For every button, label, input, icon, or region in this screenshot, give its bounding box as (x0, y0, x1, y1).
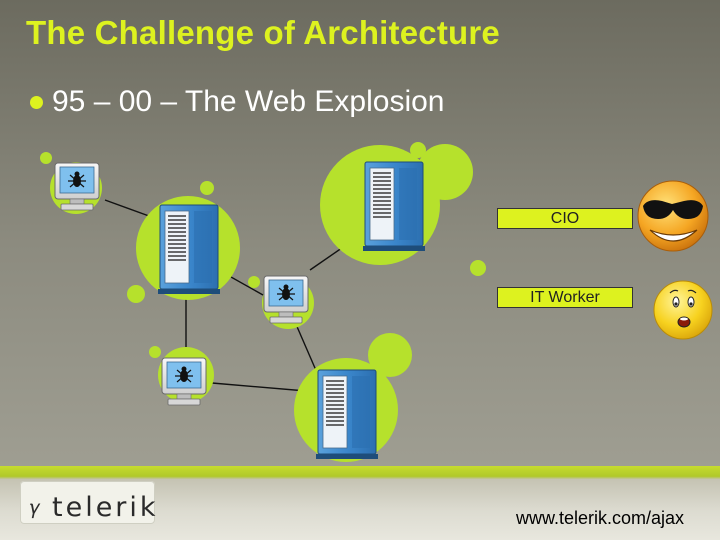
bullet-dot-icon (30, 95, 43, 109)
slide-title: The Challenge of Architecture (26, 14, 500, 51)
footer-url: www.telerik.com/ajax (516, 508, 685, 528)
server-rack-icon (315, 369, 379, 460)
it-worker-label: IT Worker (497, 287, 633, 308)
server-rack-icon (362, 161, 426, 252)
server-rack-icon (157, 204, 221, 295)
bullet-text: 95 – 00 – The Web Explosion (52, 85, 445, 118)
worried-smiley-icon (653, 280, 713, 340)
telerik-logo-icon (20, 481, 155, 524)
logo-text: telerik (52, 492, 159, 523)
cool-smiley-icon (637, 180, 709, 252)
bullet-item: 95 – 00 – The Web Explosion (30, 82, 445, 122)
logo-mark: 𝛾 (30, 497, 41, 519)
cio-label: CIO (497, 208, 633, 229)
